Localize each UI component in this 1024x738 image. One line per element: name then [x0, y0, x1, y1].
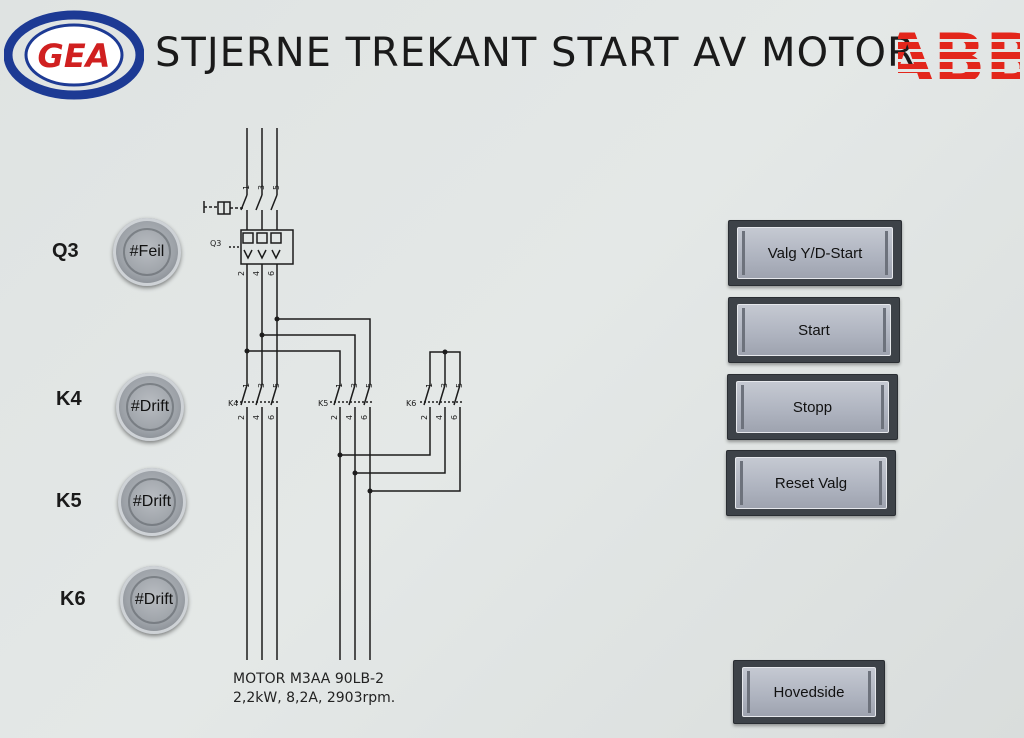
k6-label: K6 — [406, 399, 416, 408]
lamp-k4-value: #Drift — [130, 398, 170, 415]
start-button[interactable]: Start — [728, 297, 900, 363]
lamp-k5-indicator: #Drift — [118, 468, 186, 536]
lamp-label-q3: Q3 — [52, 240, 79, 262]
hovedside-button[interactable]: Hovedside — [733, 660, 885, 724]
reset-valg-button[interactable]: Reset Valg — [726, 450, 896, 516]
page-title: STJERNE TREKANT START AV MOTOR — [155, 30, 916, 76]
lamp-q3-value: #Feil — [129, 243, 165, 260]
valg-yd-start-label: Valg Y/D-Start — [737, 227, 893, 279]
k4-pin5: 5 — [272, 383, 281, 388]
reset-valg-label: Reset Valg — [735, 457, 887, 509]
q3-pin4: 4 — [252, 271, 261, 276]
gea-logo: GEA — [4, 10, 144, 100]
k5-pin5: 5 — [365, 383, 374, 388]
abb-logo: ABB — [898, 22, 1020, 88]
k4-label: K4 — [228, 399, 238, 408]
q3-label: Q3 — [210, 239, 221, 248]
stopp-label: Stopp — [736, 381, 889, 433]
valg-yd-start-button[interactable]: Valg Y/D-Start — [728, 220, 902, 286]
lamp-label-k6: K6 — [60, 588, 86, 610]
motor-spec-text: 2,2kW, 8,2A, 2903rpm. — [233, 690, 396, 706]
k5-label: K5 — [318, 399, 328, 408]
motor-model-text: MOTOR M3AA 90LB-2 — [233, 671, 385, 687]
k5-pin3: 3 — [350, 383, 359, 388]
k6-pin3: 3 — [440, 383, 449, 388]
k6-pin1: 1 — [425, 383, 434, 388]
start-label: Start — [737, 304, 891, 356]
k6-pin4: 4 — [435, 415, 444, 420]
lamp-label-k5: K5 — [56, 490, 82, 512]
k5-pin2: 2 — [330, 415, 339, 420]
q3-pin1: 1 — [242, 185, 251, 190]
k6-pin5: 5 — [455, 383, 464, 388]
q3-pin6: 6 — [267, 271, 276, 276]
lamp-k6-indicator: #Drift — [120, 566, 188, 634]
k4-pin1: 1 — [242, 383, 251, 388]
lamp-k4-indicator: #Drift — [116, 373, 184, 441]
stopp-button[interactable]: Stopp — [727, 374, 898, 440]
lamp-k6-value: #Drift — [134, 591, 174, 608]
k5-pin6: 6 — [360, 415, 369, 420]
q3-pin2: 2 — [237, 271, 246, 276]
hovedside-label: Hovedside — [742, 667, 876, 717]
q3-pin3: 3 — [257, 185, 266, 190]
k5-pin4: 4 — [345, 415, 354, 420]
k4-pin2: 2 — [237, 415, 246, 420]
lamp-label-k4: K4 — [56, 388, 82, 410]
k4-pin4: 4 — [252, 415, 261, 420]
q3-pin5: 5 — [272, 185, 281, 190]
lamp-q3-indicator: #Feil — [113, 218, 181, 286]
k4-pin6: 6 — [267, 415, 276, 420]
k5-pin1: 1 — [335, 383, 344, 388]
k6-pin6: 6 — [450, 415, 459, 420]
lamp-k5-value: #Drift — [132, 493, 172, 510]
gea-logo-text: GEA — [38, 37, 111, 75]
abb-logo-text: ABB — [898, 22, 1020, 88]
k6-pin2: 2 — [420, 415, 429, 420]
k4-pin3: 3 — [257, 383, 266, 388]
